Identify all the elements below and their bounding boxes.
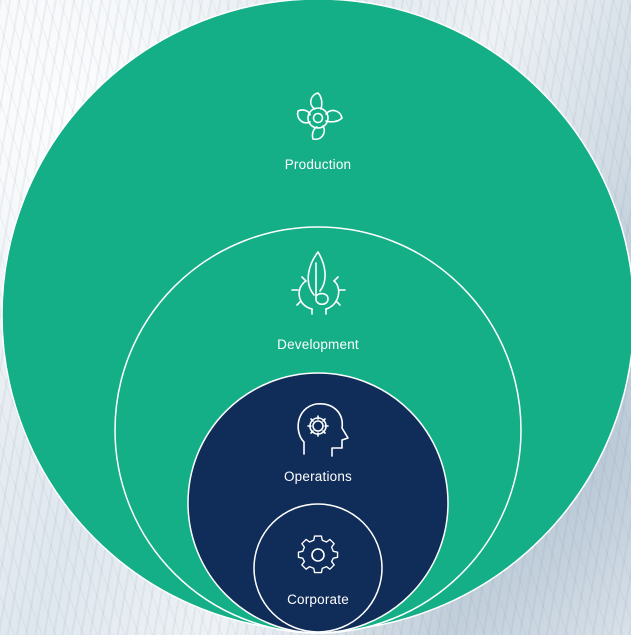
leaf-gear-icon xyxy=(291,251,346,315)
operations-label: Operations xyxy=(284,469,352,484)
gear-icon xyxy=(297,535,339,574)
turbine-gear-icon xyxy=(296,92,343,141)
circle-operations[interactable] xyxy=(187,372,449,634)
corporate-label: Corporate xyxy=(287,592,349,607)
production-label: Production xyxy=(285,157,352,172)
head-gear-icon xyxy=(297,403,349,457)
circle-corporate[interactable] xyxy=(253,503,383,633)
development-label: Development xyxy=(277,337,359,352)
